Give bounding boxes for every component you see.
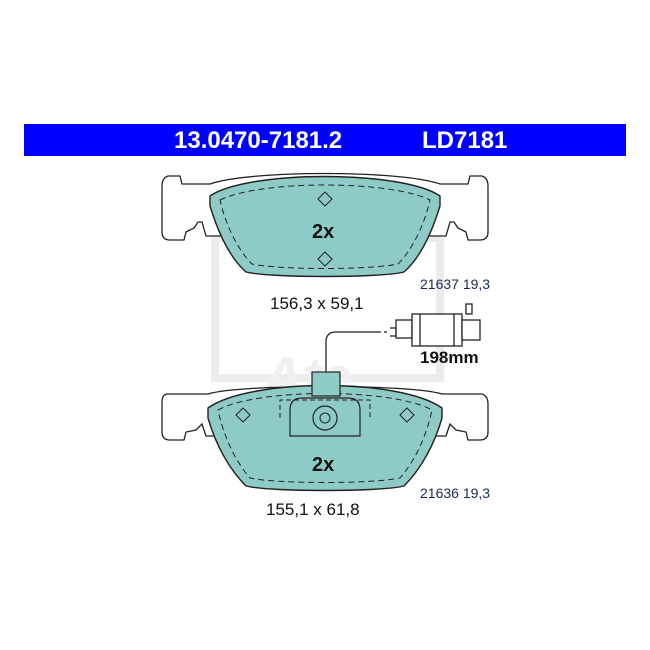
bottom-pad-dimensions: 155,1 x 61,8 xyxy=(266,500,360,519)
top-diamond-hole-upper xyxy=(317,191,333,207)
bottom-pad-reference: 21636 19,3 xyxy=(420,485,491,501)
top-pad-reference: 21637 19,3 xyxy=(420,276,491,292)
top-friction-material xyxy=(209,175,441,278)
top-pad-quantity: 2x xyxy=(312,221,335,243)
bottom-brake-pad xyxy=(161,371,489,492)
top-pad-dimensions: 156,3 x 59,1 xyxy=(270,294,364,313)
bottom-pad-quantity: 2x xyxy=(312,454,335,476)
wear-sensor-length: 198mm xyxy=(420,348,479,367)
product-code: LD7181 xyxy=(422,127,508,154)
header-banner: 13.0470-7181.2 LD7181 xyxy=(24,124,626,156)
bottom-diamond-hole-right xyxy=(399,407,415,423)
part-number: 13.0470-7181.2 xyxy=(174,127,343,154)
top-brake-pad xyxy=(161,172,489,278)
bottom-boss-dashed xyxy=(279,399,371,418)
bottom-center-hole-inner xyxy=(319,412,331,424)
bottom-center-hole-outer xyxy=(312,405,338,431)
bottom-center-boss xyxy=(289,397,361,437)
top-diamond-hole-lower xyxy=(317,251,333,267)
wear-sensor xyxy=(325,303,481,372)
sensor-clip xyxy=(311,371,341,397)
bottom-diamond-hole-left xyxy=(235,407,251,423)
top-dashed-outline xyxy=(219,184,431,269)
